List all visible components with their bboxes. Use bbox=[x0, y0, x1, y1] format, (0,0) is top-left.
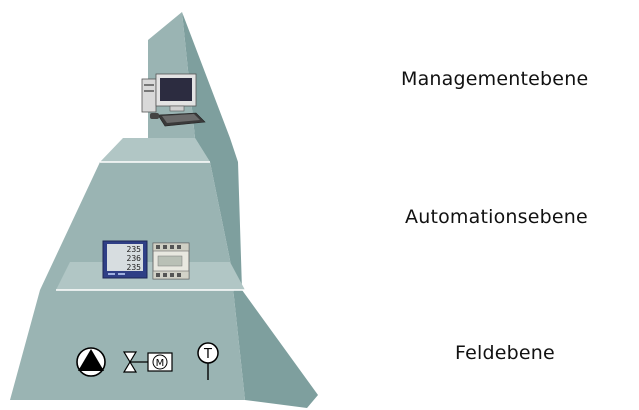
level-label-management: Managementebene bbox=[401, 68, 589, 90]
level-label-automation: Automationsebene bbox=[405, 206, 588, 228]
pyramid-right-face bbox=[182, 12, 318, 408]
motor-icon: M bbox=[147, 352, 173, 372]
motor-symbol-label: M bbox=[156, 358, 165, 369]
temperature-sensor-icon: T bbox=[197, 342, 219, 380]
pyramid-front-face bbox=[10, 12, 245, 400]
pump-icon bbox=[76, 347, 106, 377]
tier-top-automation bbox=[56, 262, 245, 290]
din-rail-module-icon bbox=[152, 242, 190, 280]
display-line-1: 235 bbox=[127, 245, 142, 254]
digital-display-icon: 235 236 235 bbox=[102, 240, 148, 279]
valve-icon bbox=[122, 351, 138, 373]
temperature-symbol-label: T bbox=[203, 347, 212, 362]
display-line-3: 235 bbox=[127, 263, 142, 272]
computer-icon bbox=[141, 73, 206, 127]
display-line-2: 236 bbox=[127, 254, 142, 263]
level-label-field: Feldebene bbox=[455, 342, 555, 364]
tier-top-management bbox=[100, 138, 210, 162]
